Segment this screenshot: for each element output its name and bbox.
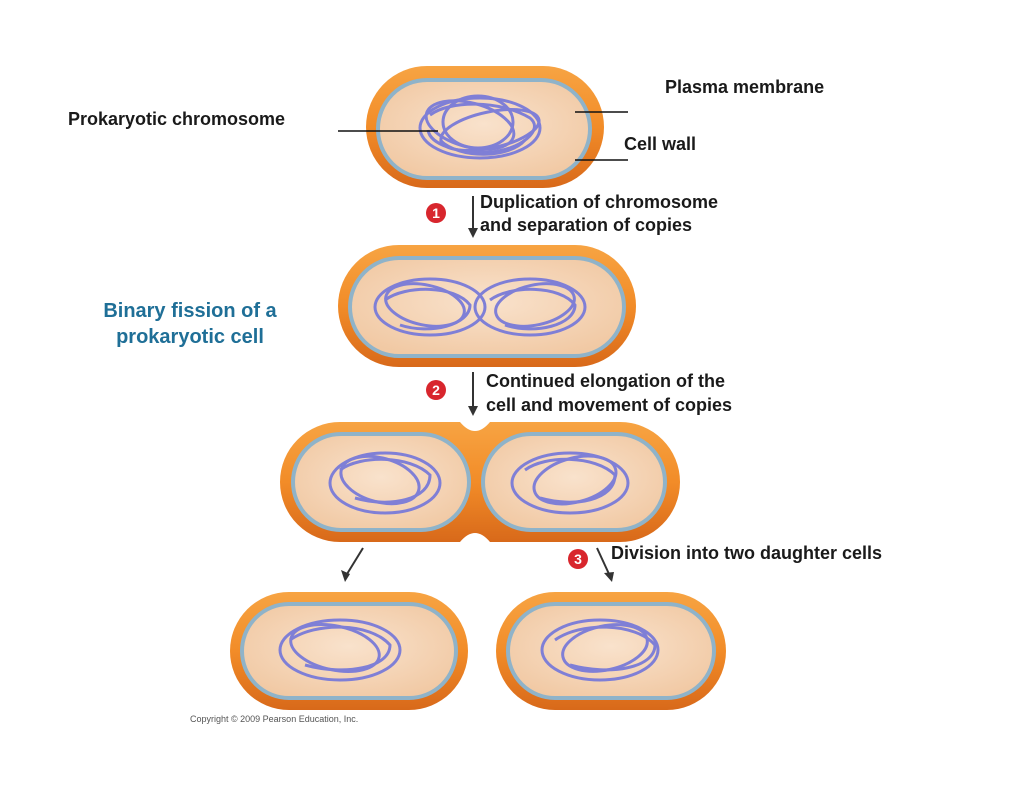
- daughter-cell-right: [496, 592, 726, 710]
- step-1-text-line2: and separation of copies: [480, 215, 693, 235]
- parent-cell: [366, 66, 604, 188]
- arrow-step-2: [468, 372, 478, 416]
- cell-wall-label: Cell wall: [624, 134, 697, 154]
- chromosome-copies-2: [373, 277, 587, 337]
- chromosome-1: [418, 94, 542, 160]
- elongated-cell: [338, 245, 636, 367]
- step-3-text-line1: Division into two daughter cells: [611, 543, 883, 563]
- daughter-cell-left: [230, 592, 468, 710]
- step-2-text-line2: cell and movement of copies: [486, 395, 733, 415]
- step-1-badge: 1: [426, 203, 446, 223]
- step-2-badge: 2: [426, 380, 446, 400]
- step-2-text-line1: Continued elongation of the: [486, 371, 725, 391]
- step-1-text-line1: Duplication of chromosome: [480, 192, 719, 212]
- diagram-title: Binary fission of a prokaryotic cell: [80, 298, 300, 350]
- title-line-2: prokaryotic cell: [116, 326, 264, 348]
- dividing-cell: [280, 422, 680, 542]
- plasma-membrane-shape: [376, 78, 592, 180]
- plasma-membrane-label: Plasma membrane: [665, 77, 825, 97]
- arrow-step-1: [468, 196, 478, 238]
- chromosome-label: Prokaryotic chromosome: [68, 109, 286, 129]
- title-line-1: Binary fission of a: [103, 300, 277, 322]
- arrow-step-3-right: [596, 547, 614, 582]
- step-3-badge: 3: [568, 549, 588, 569]
- copyright-notice: Copyright © 2009 Pearson Education, Inc.: [190, 714, 359, 724]
- arrow-step-3-left: [341, 547, 364, 582]
